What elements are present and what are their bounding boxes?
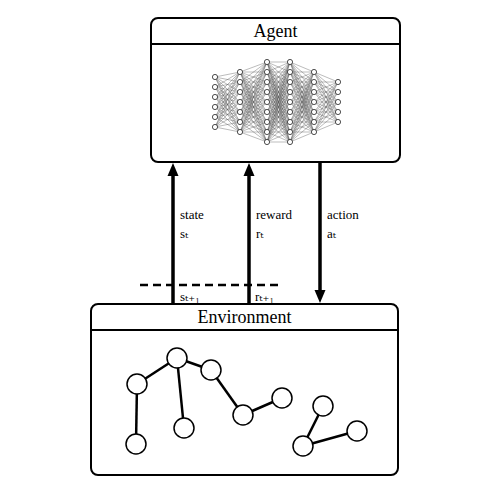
network-neuron <box>237 99 242 104</box>
network-neuron <box>264 139 269 144</box>
network-neuron <box>311 79 316 84</box>
network-neuron <box>287 139 292 144</box>
flow-arrow <box>315 163 326 303</box>
flow-arrow <box>244 163 255 303</box>
network-neuron <box>311 129 316 134</box>
arrow-label: action aₜ <box>327 205 359 243</box>
network-neuron <box>287 69 292 74</box>
network-neuron <box>335 119 340 124</box>
network-neuron <box>264 89 269 94</box>
network-neuron <box>212 84 217 89</box>
network-neuron <box>264 109 269 114</box>
network-neuron <box>237 89 242 94</box>
network-neuron <box>212 124 217 129</box>
network-neuron <box>212 114 217 119</box>
box-heading: Environment <box>92 305 397 331</box>
arrow-label: reward rₜ <box>256 205 292 243</box>
network-neuron <box>311 109 316 114</box>
network-neuron <box>264 99 269 104</box>
box-heading: Agent <box>152 19 399 45</box>
network-neuron <box>212 94 217 99</box>
network-neuron <box>311 89 316 94</box>
network-neuron <box>287 119 292 124</box>
network-neuron <box>335 89 340 94</box>
network-neuron <box>287 99 292 104</box>
arrow-label: state sₜ <box>180 205 204 243</box>
network-neuron <box>237 129 242 134</box>
time-step-divider <box>140 284 278 287</box>
network-neuron <box>237 109 242 114</box>
network-neuron <box>311 69 316 74</box>
network-neuron <box>212 104 217 109</box>
network-neuron <box>264 129 269 134</box>
next-step-label: rₜ₊₁ <box>255 289 274 305</box>
network-neuron <box>287 129 292 134</box>
network-neuron <box>264 119 269 124</box>
network-neuron <box>264 79 269 84</box>
network-neuron <box>287 79 292 84</box>
network-neuron <box>335 109 340 114</box>
network-neuron <box>237 119 242 124</box>
network-neuron <box>287 109 292 114</box>
next-step-label: sₜ₊₁ <box>180 289 200 305</box>
network-neuron <box>311 99 316 104</box>
network-neuron <box>335 99 340 104</box>
network-neuron <box>264 59 269 64</box>
network-neuron <box>335 79 340 84</box>
network-neuron <box>287 59 292 64</box>
network-neuron <box>264 69 269 74</box>
network-neuron <box>311 119 316 124</box>
network-neuron <box>287 89 292 94</box>
flow-arrow <box>168 163 179 303</box>
network-neuron <box>212 74 217 79</box>
network-neuron <box>237 79 242 84</box>
network-neuron <box>237 69 242 74</box>
